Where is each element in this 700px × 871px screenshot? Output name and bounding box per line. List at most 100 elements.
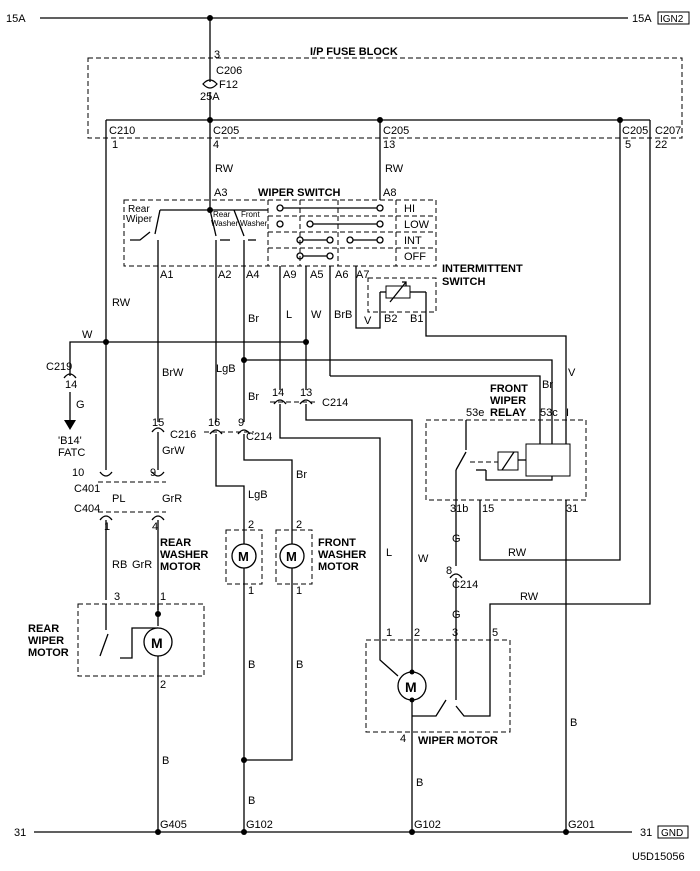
relay-internals (455, 420, 571, 500)
c214-b-p2: 9 (238, 417, 244, 429)
relay-outline (425, 419, 587, 501)
rear-washer-label-2: Washer (211, 219, 239, 228)
fuse-block-outline (87, 57, 683, 139)
c207-pin: 22 (655, 139, 667, 151)
pin-a4: A4 (246, 269, 259, 281)
wire-l-wm: L (386, 547, 392, 559)
relay-title-2: WIPER (490, 395, 526, 407)
rw-motor-pin-3: 3 (114, 591, 120, 603)
fwash-pin-2: 2 (296, 519, 302, 531)
fuse-block-bus (105, 117, 651, 150)
c205-a-label: C205 (213, 125, 239, 137)
c216-label: C216 (170, 429, 196, 441)
wire-pl: PL (112, 493, 125, 505)
c214-b-p1: 16 (208, 417, 220, 429)
ground-g102-b: G102 (414, 819, 441, 831)
c205-b-label: C205 (383, 125, 409, 137)
wire-brb: BrB (334, 309, 352, 321)
pin-a9: A9 (283, 269, 296, 281)
rw-motor-pin-1: 1 (160, 591, 166, 603)
c219-connector (63, 373, 77, 379)
wire-w-bus: W (82, 329, 93, 341)
rwash-pin-1: 1 (248, 585, 254, 597)
c404-label: C404 (74, 503, 100, 515)
wire-br-a4: Br (248, 313, 259, 325)
relay-pin-31b: 31b (450, 503, 468, 515)
fuse-block-title: I/P FUSE BLOCK (310, 46, 398, 58)
c205-a-pin: 4 (213, 139, 219, 151)
wiper-switch-internals: Rear Wiper Rear Washer Front Washer (126, 200, 436, 266)
diagram-code: U5D15056 (632, 851, 685, 863)
c207-label: C207 (655, 125, 681, 137)
pin-a6: A6 (335, 269, 348, 281)
rear-wiper-title-3: MOTOR (28, 647, 69, 659)
wire-b-rwash: B (248, 659, 255, 671)
wire-brw: BrW (162, 367, 184, 379)
wiper-switch-outline (123, 199, 437, 267)
relay-pin-53e: 53e (466, 407, 484, 419)
wire-rw-low: RW (508, 547, 527, 559)
wm-pin-5: 5 (492, 627, 498, 639)
wire-br-c214: Br (248, 391, 259, 403)
c216-pin: 15 (152, 417, 164, 429)
relay-pin-31: 31 (566, 503, 578, 515)
ign-tag: IGN2 (660, 14, 684, 25)
relay-title-3: RELAY (490, 407, 527, 419)
c404-p2: 4 (152, 521, 158, 533)
c205-c-pin: 5 (625, 139, 631, 151)
wire-v-relay: V (568, 367, 576, 379)
relay-pin-53c: 53c (540, 407, 558, 419)
rear-wiper-label-2: Wiper (126, 214, 153, 225)
pin-a3: A3 (214, 187, 227, 199)
c214-a-p2: 13 (300, 387, 312, 399)
wire-v-short: V (364, 315, 372, 327)
c210-pin: 1 (112, 139, 118, 151)
rear-washer-outline (225, 529, 263, 585)
wire-lgb-bus: LgB (216, 363, 236, 375)
front-washer-label-2: Washer (240, 219, 268, 228)
front-washer-title-1: FRONT (318, 537, 356, 549)
wire-rw-low2: RW (520, 591, 539, 603)
rwash-pin-2: 2 (248, 519, 254, 531)
wm-pin-2: 2 (414, 627, 420, 639)
rear-wiper-motor-m: M (151, 635, 163, 651)
wire-b-g201: B (570, 717, 577, 729)
wire-g-low: G (452, 609, 461, 621)
relay-pin-15: 15 (482, 503, 494, 515)
right-feed-label: 15A (632, 13, 652, 25)
rear-washer-title-3: MOTOR (160, 561, 201, 573)
pin-a5: A5 (310, 269, 323, 281)
fatc-label-2: FATC (58, 447, 85, 459)
fatc-arrow (64, 420, 76, 430)
pin-a1: A1 (160, 269, 173, 281)
relay-pin-i: I (566, 407, 569, 419)
relay-title-1: FRONT (490, 383, 528, 395)
wm-pin-4: 4 (400, 733, 406, 745)
c210-label: C210 (109, 125, 135, 137)
pin-b2: B2 (384, 313, 397, 325)
fwash-pin-1: 1 (296, 585, 302, 597)
wm-pin-3: 3 (452, 627, 458, 639)
wire-grw: GrW (162, 445, 185, 457)
front-wiper-motor: M (379, 630, 491, 734)
wire-g-relay: G (452, 533, 461, 545)
c401-p1: 10 (72, 467, 84, 479)
c219-label: C219 (46, 361, 72, 373)
rear-washer-label-1: Rear (213, 210, 231, 219)
ground-g405: G405 (160, 819, 187, 831)
fuse-pin: 3 (214, 49, 220, 61)
rear-wiper-motor: M (99, 604, 173, 676)
intermittent-title-1: INTERMITTENT (442, 263, 523, 275)
fuse-f12: 3 C206 F12 25A (200, 18, 242, 120)
c205-c-label: C205 (622, 125, 648, 137)
ground-g102-a: G102 (246, 819, 273, 831)
c401-label: C401 (74, 483, 100, 495)
wiper-motor-m: M (405, 679, 417, 695)
wire-br-relay: Br (542, 379, 553, 391)
wire-rb: RB (112, 559, 127, 571)
rw-motor-pin-2: 2 (160, 679, 166, 691)
fatc-label-1: 'B14' (58, 435, 82, 447)
fuse-id: F12 (219, 79, 238, 91)
wire-grr-low: GrR (132, 559, 152, 571)
